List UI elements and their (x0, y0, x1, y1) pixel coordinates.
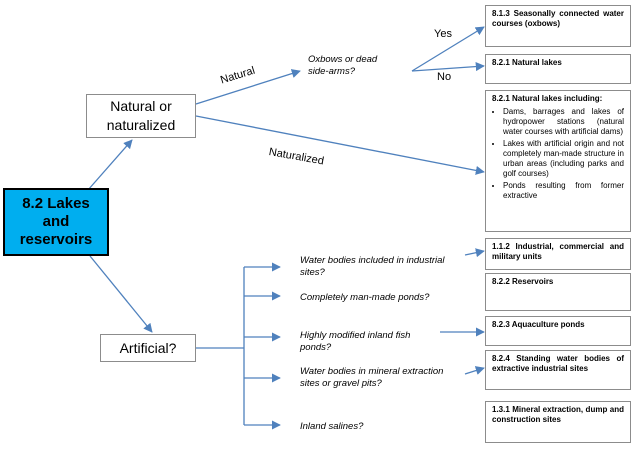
outcome-natural-lakes-including: 8.2.1 Natural lakes including: Dams, bar… (485, 90, 631, 232)
outcome-natural-lakes: 8.2.1 Natural lakes (485, 54, 631, 84)
arrow-no (411, 62, 485, 72)
arrow-root-artificial (89, 255, 153, 333)
natural-node: Natural or naturalized (86, 94, 196, 138)
outcome-reservoirs: 8.2.2 Reservoirs (485, 273, 631, 311)
root-label-line1: 8.2 Lakes (22, 195, 90, 212)
root-label-line2: and (42, 213, 70, 230)
list-item: Ponds resulting from former extractive (503, 181, 624, 201)
question-oxbows: Oxbows or dead side-arms? (308, 54, 378, 77)
outcome-industrial: 1.1.2 Industrial, commercial and militar… (485, 238, 631, 270)
arrow-yes (411, 26, 485, 72)
edge-label-yes: Yes (434, 28, 452, 40)
question-fish: Highly modified inland fish ponds? (300, 330, 411, 353)
question-industrial: Water bodies included in industrial site… (300, 255, 445, 278)
arrow-mineral-outcome (464, 366, 485, 375)
question-manmade: Completely man-made ponds? (300, 292, 430, 303)
outcome-oxbows: 8.1.3 Seasonally connected water courses… (485, 5, 631, 47)
outcome-natural-including-title: 8.2.1 Natural lakes including: (492, 94, 603, 103)
arrow-natural-oxbows (195, 69, 301, 105)
question-mineral: Water bodies in mineral extraction sites… (300, 366, 444, 389)
natural-label-line2: naturalized (106, 117, 176, 133)
natural-label-line1: Natural or (110, 98, 172, 114)
arrow-root-natural (87, 139, 133, 191)
root-node: 8.2 Lakes and reservoirs (3, 188, 109, 256)
artificial-node: Artificial? (100, 334, 196, 362)
edge-label-no: No (437, 71, 452, 83)
list-item: Dams, barrages and lakes of hydropower s… (503, 107, 624, 137)
outcome-mineral-extraction: 1.3.1 Mineral extraction, dump and const… (485, 401, 631, 443)
question-salines: Inland salines? (300, 421, 364, 432)
outcome-natural-including-list: Dams, barrages and lakes of hydropower s… (492, 107, 624, 201)
root-label-line3: reservoirs (19, 231, 93, 248)
list-item: Lakes with artificial origin and not com… (503, 139, 624, 179)
arrow-naturalized (195, 115, 485, 175)
outcome-aquaculture: 8.2.3 Aquaculture ponds (485, 316, 631, 346)
artificial-label: Artificial? (119, 340, 177, 356)
arrow-industrial-outcome (464, 248, 485, 258)
outcome-standing-water: 8.2.4 Standing water bodies of extractiv… (485, 350, 631, 390)
